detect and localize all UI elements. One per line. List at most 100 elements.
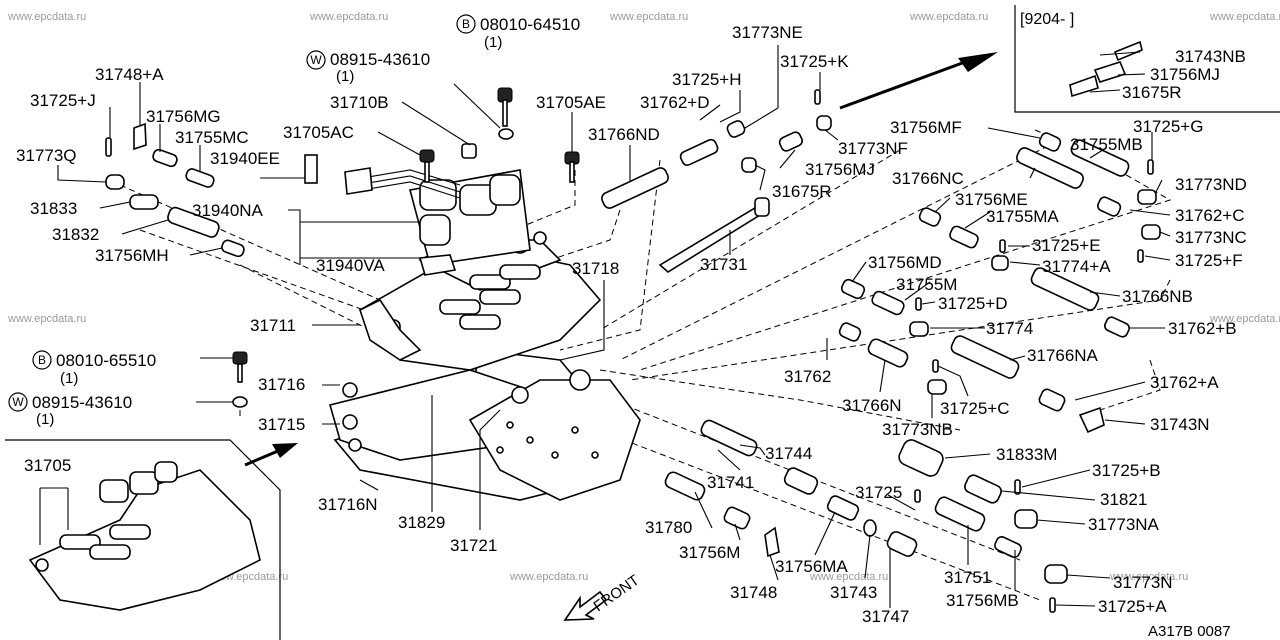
part-label[interactable]: 31711 [250,316,296,335]
part-label[interactable]: 31743NB [1175,47,1246,66]
part-label[interactable]: 31756M [679,543,740,562]
part-label[interactable]: 31731 [700,255,747,274]
part-label[interactable]: 31773NC [1175,228,1247,247]
part-label[interactable]: 31755MB [1070,135,1143,154]
part-label[interactable]: 31766ND [588,125,660,144]
part-label[interactable]: 31762 [784,367,831,386]
part-label[interactable]: 31705AE [536,93,606,112]
bolt-qty: (1) [336,68,354,85]
part-label[interactable]: 31718 [572,259,619,278]
small-parts [105,87,1161,613]
part-label[interactable]: 31743 [830,583,877,602]
solenoid-harness-assembly [344,167,531,276]
part-label[interactable]: 31715 [258,415,305,434]
bolt-qty: (1) [484,34,502,51]
inset-date-range: [9204- ] [1020,11,1074,28]
watermark: www.epcdata.ru [7,313,86,325]
part-label[interactable]: 31774+A [1042,257,1111,276]
part-label[interactable]: 31725+G [1133,117,1203,136]
part-label[interactable]: 31773ND [1175,175,1247,194]
part-label[interactable]: 31773NE [732,23,803,42]
watermark: www.epcdata.ru [309,11,388,23]
inset-assembly-box [5,439,281,640]
part-label[interactable]: 31716 [258,375,305,394]
part-label[interactable]: 31762+D [640,93,709,112]
part-label[interactable]: 31940VA [316,256,385,275]
bolt-labels: B 08010-64510 (1) W 08915-43610 (1) B 08… [12,15,580,428]
part-label[interactable]: 31773NA [1088,515,1160,534]
bolt-type-b: B [462,17,470,31]
bolt-code: 08915-43610 [32,393,132,412]
direction-arrows [244,52,998,467]
bolt-qty: (1) [60,370,78,387]
part-label[interactable]: 31748+A [95,65,164,84]
part-label[interactable]: 31766NC [892,169,964,188]
part-label[interactable]: 31756MB [946,591,1019,610]
part-label[interactable]: 31725+B [1092,461,1161,480]
part-label[interactable]: 31748 [730,583,777,602]
part-label[interactable]: 31725+H [672,70,741,89]
part-label[interactable]: 31762+C [1175,206,1244,225]
part-label[interactable]: 31762+A [1150,373,1219,392]
part-label[interactable]: 31725+D [938,294,1007,313]
lower-valve-body [329,349,641,501]
part-label[interactable]: 31725+J [30,91,96,110]
watermark-group: www.epcdata.ru www.epcdata.ru www.epcdat… [7,11,1280,583]
part-label[interactable]: 31773NF [838,139,908,158]
part-label[interactable]: 31773NB [882,420,953,439]
part-label[interactable]: 31762+B [1168,319,1237,338]
part-label[interactable]: 31675R [1122,83,1182,102]
watermark: www.epcdata.ru [609,11,688,23]
watermark: www.epcdata.ru [809,571,888,583]
part-label[interactable]: 31756MG [146,107,221,126]
part-label[interactable]: 31741 [707,473,754,492]
part-label[interactable]: 31940EE [210,149,280,168]
part-labels: 31748+A 31725+J 31756MG 31755MC 31773Q 3… [16,23,1247,626]
part-label[interactable]: 31756MD [868,253,942,272]
bolt-callout-circles [8,14,476,412]
part-label[interactable]: 31744 [765,444,812,463]
part-label[interactable]: 31721 [450,536,497,555]
part-label[interactable]: 31725+K [780,52,849,71]
part-label[interactable]: 31829 [398,513,445,532]
part-label[interactable]: 31705AC [283,123,354,142]
part-label[interactable]: 31774 [986,319,1033,338]
part-label[interactable]: 31725+E [1032,236,1101,255]
part-label[interactable]: 31766NB [1122,287,1193,306]
part-label[interactable]: 31766NA [1027,346,1099,365]
inset-date-box [1014,5,1280,113]
part-label[interactable]: 31716N [318,495,378,514]
part-label[interactable]: 31833 [30,199,77,218]
part-label[interactable]: 31756MJ [1150,65,1220,84]
part-label[interactable]: 31756MA [775,557,848,576]
part-label[interactable]: 31821 [1100,490,1147,509]
part-label[interactable]: 31747 [862,607,909,626]
part-label[interactable]: 31773Q [16,146,77,165]
part-label[interactable]: 31766N [842,396,902,415]
part-label[interactable]: 31940NA [192,201,264,220]
part-label[interactable]: 31725+F [1175,251,1243,270]
part-label[interactable]: 31755M [896,275,957,294]
part-label[interactable]: 31725+C [940,399,1009,418]
part-label[interactable]: 31755MC [175,128,249,147]
bolt-code: 08915-43610 [330,50,430,69]
part-label[interactable]: 31780 [645,518,692,537]
part-label[interactable]: 31705 [24,456,71,475]
part-label[interactable]: 31756MJ [805,160,875,179]
diagram-code: A317B 0087 [1148,623,1231,640]
part-label[interactable]: 31755MA [986,207,1059,226]
part-label[interactable]: 31832 [52,225,99,244]
part-label[interactable]: 31675R [772,182,832,201]
part-label[interactable]: 31756ME [955,190,1028,209]
watermark: www.epcdata.ru [7,11,86,23]
part-label[interactable]: 31756MH [95,246,169,265]
part-label[interactable]: 31725+A [1098,597,1167,616]
part-label[interactable]: 31710B [330,93,389,112]
part-label[interactable]: 31833M [996,445,1057,464]
part-label[interactable]: 31725 [855,483,902,502]
part-label[interactable]: 31756MF [890,118,962,137]
part-label[interactable]: 31773N [1113,573,1173,592]
part-label[interactable]: 31743N [1150,415,1210,434]
part-label[interactable]: 31751 [944,568,991,587]
